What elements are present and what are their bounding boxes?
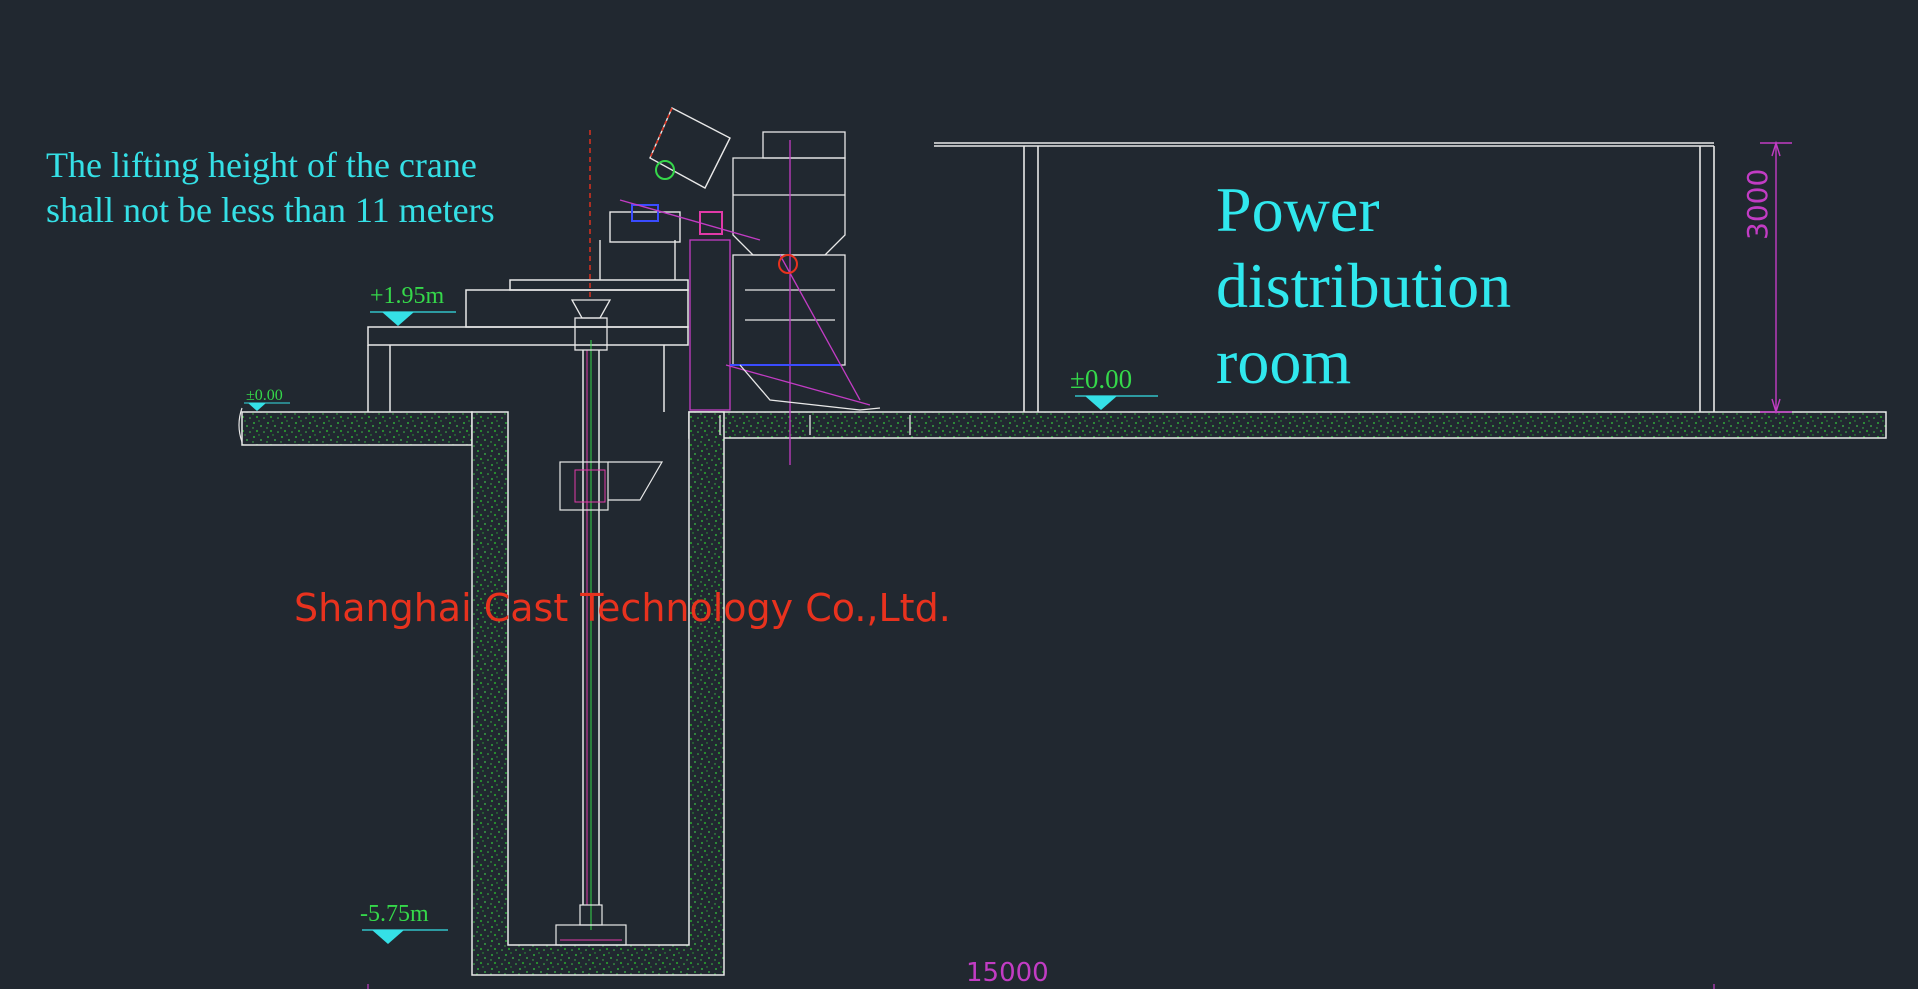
total-length-dimension: 15000 (966, 958, 1049, 988)
crane-height-note: The lifting height of the crane shall no… (46, 143, 495, 233)
elevation-platform: +1.95m (370, 283, 445, 309)
elevation-pit-bottom: -5.75m (360, 901, 429, 927)
length-dimension-line (367, 984, 1715, 989)
power-room-building (934, 142, 1715, 412)
height-dimension-line (1760, 140, 1792, 415)
elevation-ground-right: ±0.00 (1070, 364, 1133, 394)
elevation-markers (244, 311, 1158, 944)
tilted-ladle (589, 107, 761, 300)
room-label-line1: Power (1216, 174, 1380, 245)
power-room-label: Power distribution room (1216, 172, 1511, 400)
room-height-dimension: 3000 (1741, 168, 1774, 240)
company-watermark: Shanghai Cast Technology Co.,Ltd. (294, 586, 951, 630)
platform-frame (367, 279, 689, 412)
crane-note-line1: The lifting height of the crane (46, 145, 477, 185)
furnace-machine (689, 131, 911, 465)
room-label-line2: distribution (1216, 250, 1512, 321)
pit-walls (471, 411, 725, 976)
room-label-line3: room (1216, 326, 1352, 397)
crane-note-line2: shall not be less than 11 meters (46, 190, 495, 230)
lift-shaft (555, 299, 664, 946)
elevation-ground-left: ±0.00 (246, 387, 283, 404)
